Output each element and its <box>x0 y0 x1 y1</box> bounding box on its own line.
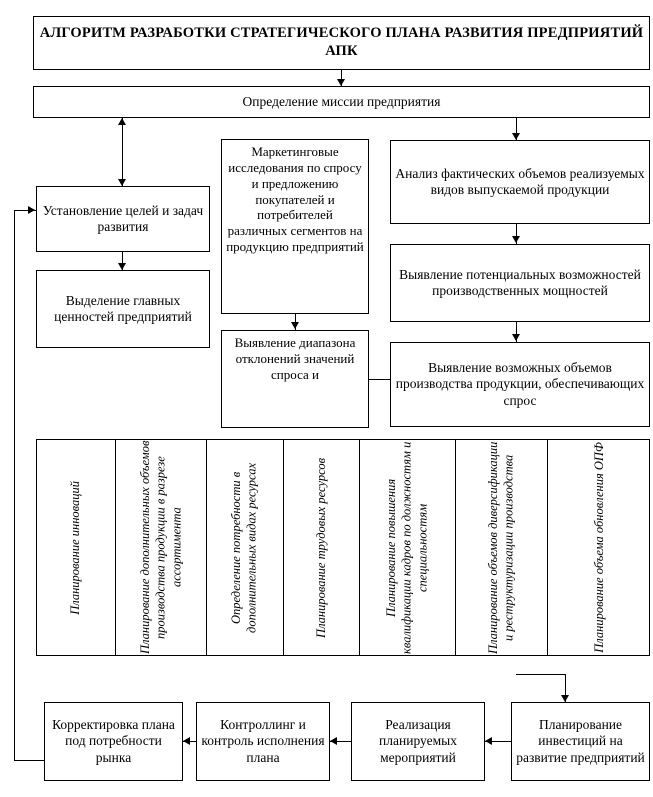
implementation-box: Реализация планируемых мероприятий <box>351 702 485 781</box>
arrowhead-potential-to-possible <box>512 334 520 341</box>
planning-label-innovations: Планирование инноваций <box>68 480 83 615</box>
connector-mission-to-actual-volumes <box>516 118 517 140</box>
controlling-text: Контроллинг и контроль исполнения плана <box>201 716 325 765</box>
potential-box: Выявление потенциальных возможностей про… <box>390 244 650 322</box>
deviation-box: Выявление диапазона отклонений значений … <box>221 330 369 428</box>
investments-box: Планирование инвестиций на развитие пред… <box>511 702 650 781</box>
arrowhead-mission-to-actual-volumes <box>512 133 520 140</box>
title-box: АЛГОРИТМ РАЗРАБОТКИ СТРАТЕГИЧЕСКОГО ПЛАН… <box>33 16 650 70</box>
connector-goals-to-values <box>122 252 123 270</box>
potential-text: Выявление потенциальных возможностей про… <box>399 266 641 298</box>
arrowhead-goals-to-values <box>118 263 126 270</box>
planning-label-additional-volumes: Планирование дополнительных объемов прои… <box>137 440 183 655</box>
connector-mission-to-goals <box>122 118 123 186</box>
arrowhead-controlling-to-correction <box>183 737 190 745</box>
values-box: Выделение главных ценностей предприятий <box>36 270 210 348</box>
deviation-text: Выявление диапазона отклонений значений … <box>234 335 356 382</box>
planning-label-labour-resources: Планирование трудовых ресурсов <box>313 457 328 638</box>
marketing-box: Маркетинговые исследования по спросу и п… <box>221 139 369 314</box>
connector-feedback-vertical <box>14 210 15 761</box>
goals-text: Установление целей и задач развития <box>42 202 204 234</box>
correction-text: Корректировка плана под потребности рынк… <box>52 716 175 765</box>
implementation-text: Реализация планируемых мероприятий <box>379 716 457 765</box>
connector-band-to-investments-vertical <box>565 674 566 702</box>
planning-cell-diversification: Планирование объемов диверсификации и ре… <box>456 440 548 655</box>
planning-cell-resource-needs: Определение потребности в дополнительных… <box>207 440 284 655</box>
connector-deviation-to-possible-volumes <box>369 379 399 380</box>
arrowhead-band-to-investments <box>561 695 569 702</box>
controlling-box: Контроллинг и контроль исполнения плана <box>196 702 330 781</box>
planning-label-diversification: Планирование объемов диверсификации и ре… <box>485 441 516 654</box>
connector-feedback-bottom <box>14 760 44 761</box>
planning-cell-innovations: Планирование инноваций <box>37 440 116 655</box>
connector-title-to-mission <box>341 70 342 86</box>
goals-box: Установление целей и задач развития <box>36 186 210 252</box>
values-text: Выделение главных ценностей предприятий <box>54 292 192 324</box>
planning-cell-qualification: Планирование повышения квалификации кадр… <box>360 440 456 655</box>
arrowhead-implementation-to-controlling <box>330 737 337 745</box>
connector-implementation-to-controlling <box>330 741 351 742</box>
planning-band: Планирование инноваций Планирование допо… <box>36 439 650 656</box>
marketing-text: Маркетинговые исследования по спросу и п… <box>226 144 364 255</box>
actual-volumes-text: Анализ фактических объемов реализуемых в… <box>395 165 645 197</box>
actual-volumes-box: Анализ фактических объемов реализуемых в… <box>390 140 650 224</box>
arrowhead-mission-to-goals <box>118 179 126 186</box>
correction-box: Корректировка плана под потребности рынк… <box>44 702 183 781</box>
planning-cell-additional-volumes: Планирование дополнительных объемов прои… <box>116 440 207 655</box>
arrowhead-goals-to-mission <box>118 118 126 125</box>
mission-box: Определение миссии предприятия <box>33 86 650 118</box>
arrowhead-feedback-to-goals <box>28 206 35 214</box>
connector-actual-to-potential <box>516 224 517 244</box>
arrowhead-actual-to-potential <box>512 236 520 243</box>
planning-label-qualification: Планирование повышения квалификации кадр… <box>384 441 430 654</box>
planning-label-opf-renewal: Планирование объема обновления ОПФ <box>591 442 606 653</box>
planning-cell-labour-resources: Планирование трудовых ресурсов <box>284 440 360 655</box>
connector-potential-to-possible <box>516 322 517 342</box>
mission-text: Определение миссии предприятия <box>242 93 441 109</box>
possible-volumes-text: Выявление возможных объемов производства… <box>395 359 645 408</box>
title-text: АЛГОРИТМ РАЗРАБОТКИ СТРАТЕГИЧЕСКОГО ПЛАН… <box>39 25 644 59</box>
planning-label-resource-needs: Определение потребности в дополнительных… <box>229 462 259 633</box>
planning-cell-opf-renewal: Планирование объема обновления ОПФ <box>548 440 651 655</box>
arrowhead-title-to-mission <box>337 79 345 86</box>
arrowhead-marketing-to-deviation <box>291 322 299 329</box>
arrowhead-investments-to-implementation <box>485 737 492 745</box>
investments-text: Планирование инвестиций на развитие пред… <box>516 716 645 765</box>
connector-band-to-investments-horizontal <box>516 674 566 675</box>
connector-feedback-top <box>14 210 36 211</box>
possible-volumes-box: Выявление возможных объемов производства… <box>390 342 650 427</box>
connector-investments-to-implementation <box>485 741 511 742</box>
